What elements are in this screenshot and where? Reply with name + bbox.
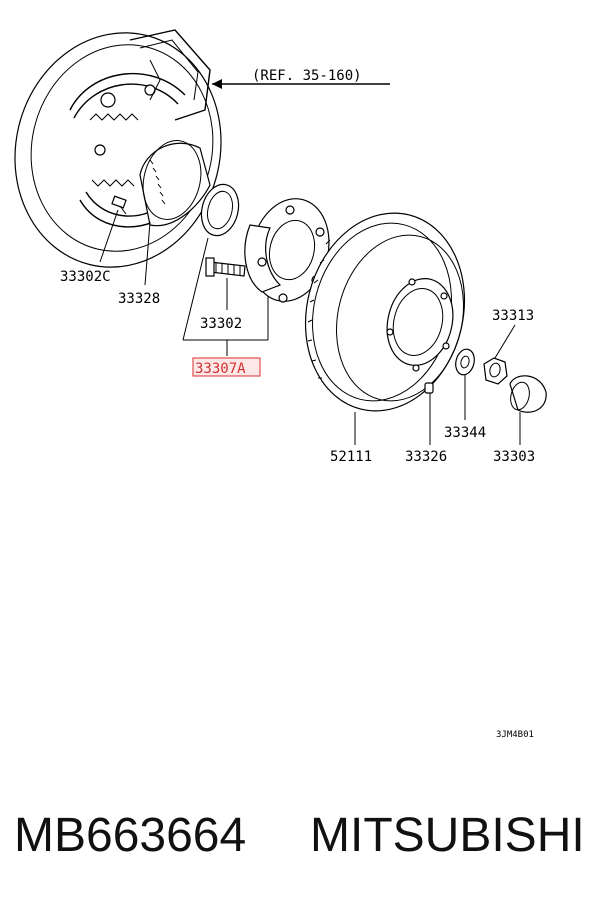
part-label-33326: 33326 (405, 449, 447, 465)
part-label-33344: 33344 (444, 425, 486, 441)
product-footer: MB663664 MITSUBISHI (14, 808, 594, 863)
part-label-33303: 33303 (493, 449, 535, 465)
brake-disc (304, 212, 466, 412)
bolt-33326 (424, 382, 434, 394)
hub-cap-33303 (509, 375, 547, 413)
part-label-33302: 33302 (200, 316, 242, 332)
part-label-33328: 33328 (118, 291, 160, 307)
highlight-box-33307A (192, 357, 261, 377)
reference-label: (REF. 35-160) (252, 68, 362, 84)
part-label-33313: 33313 (492, 308, 534, 324)
part-number: MB663664 (14, 809, 247, 862)
drawing-code: 3JM4B01 (496, 730, 534, 740)
sensor-ring (139, 140, 211, 227)
brake-backing-plate (14, 29, 222, 268)
leader-lines (99, 209, 521, 445)
hub-bolt (205, 257, 246, 277)
oil-seal (200, 183, 240, 237)
reference-callout: (REF. 35-160) (212, 68, 390, 89)
washer-33344 (455, 348, 475, 376)
part-label-33302C: 33302C (60, 269, 111, 285)
nut-33313 (483, 357, 508, 385)
part-label-33307A[interactable]: 33307A (195, 361, 246, 377)
hub-flange (244, 198, 330, 303)
brand-name: MITSUBISHI (310, 809, 585, 862)
part-label-52111: 52111 (330, 449, 372, 465)
